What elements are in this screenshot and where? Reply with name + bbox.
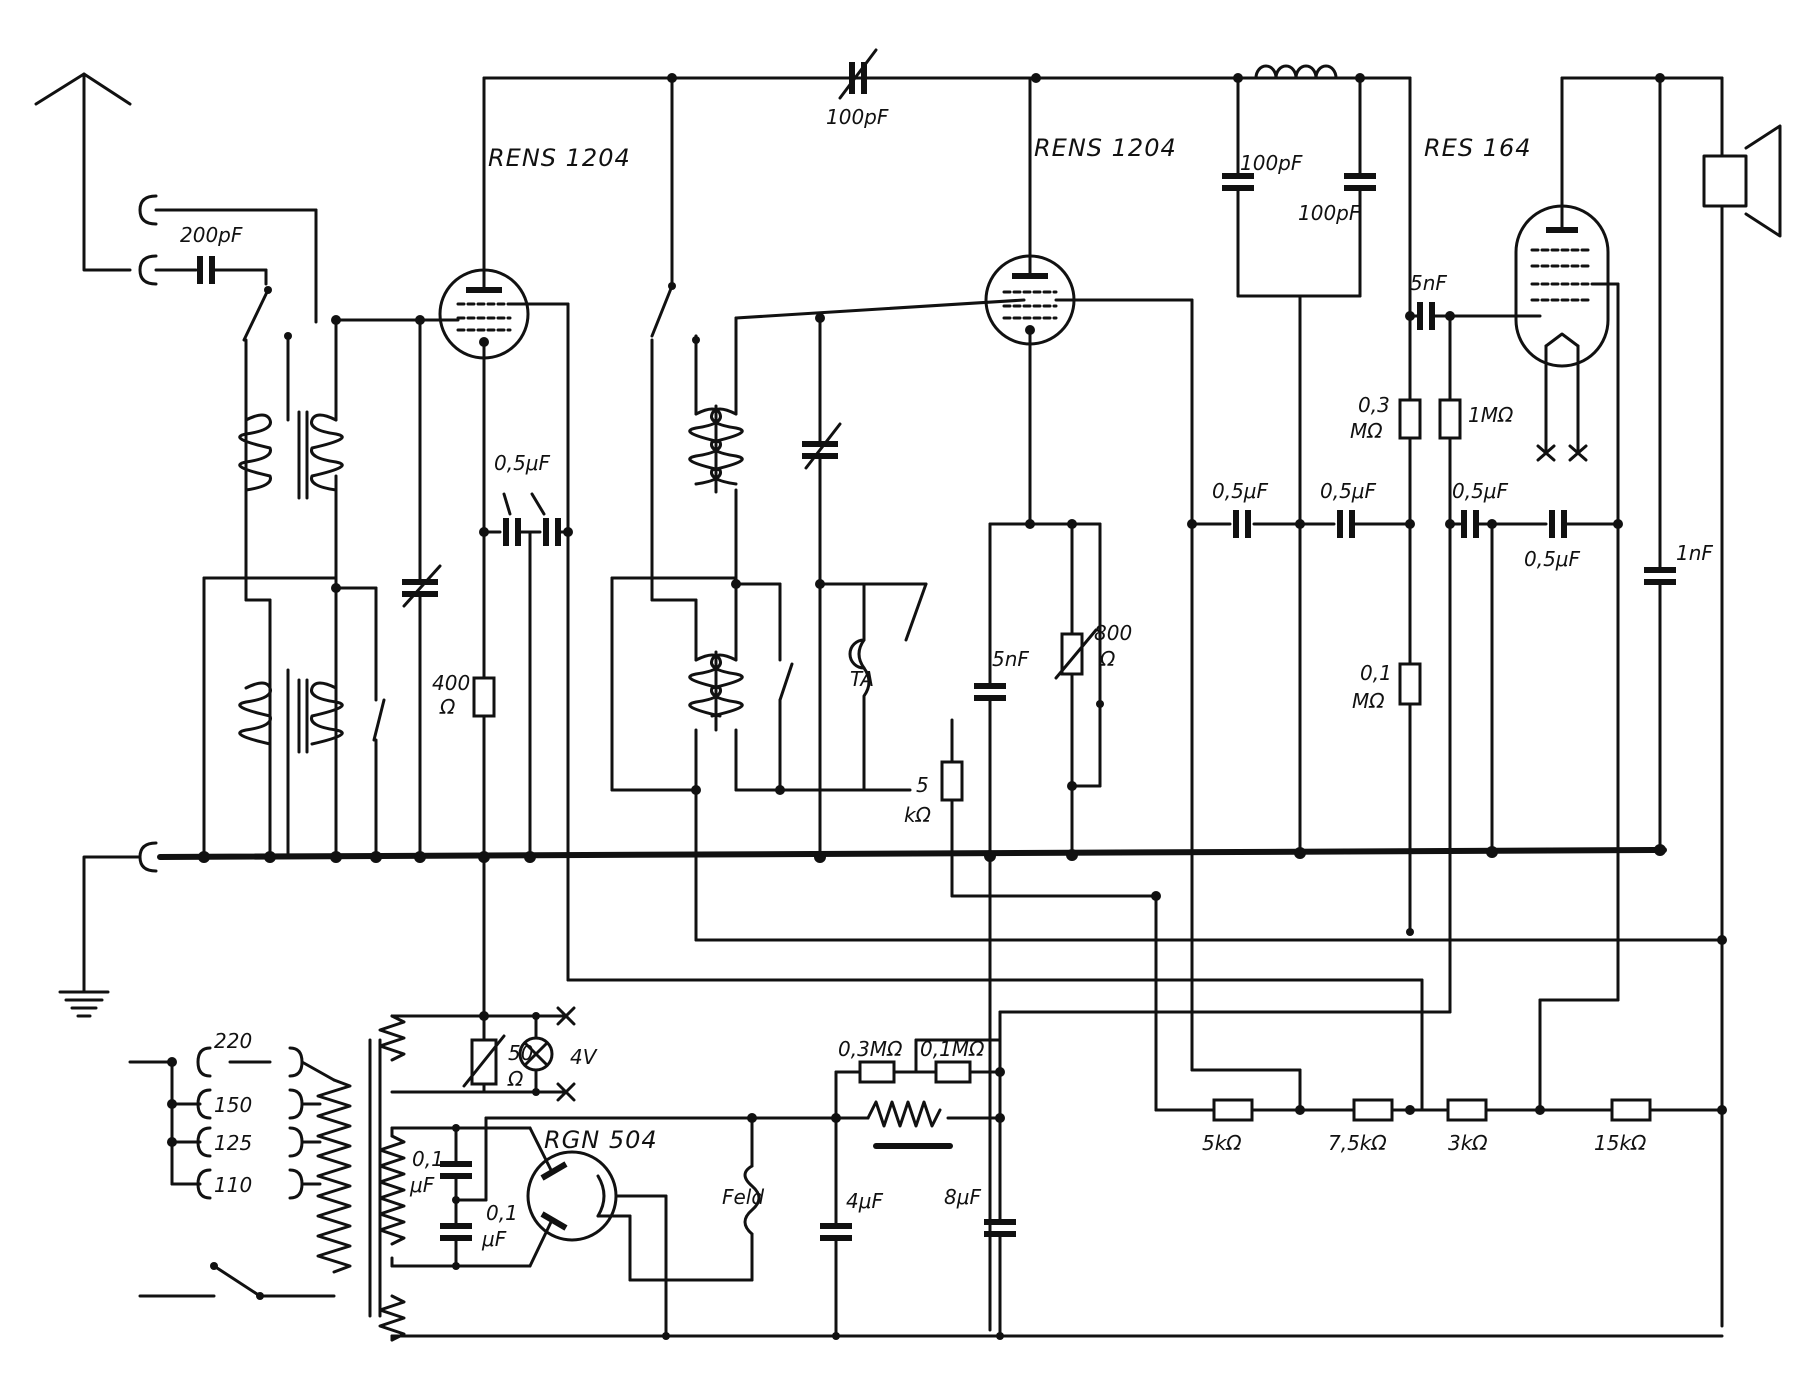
r-d3-label: 3kΩ xyxy=(1448,1131,1488,1155)
tube-3 xyxy=(1514,76,1620,1002)
coil-2-wiring xyxy=(610,298,1026,942)
divider-chain xyxy=(1154,1098,1727,1122)
mains-220-label: 220 xyxy=(214,1029,252,1053)
tube-2-label: RENS 1204 xyxy=(1034,134,1177,162)
rectifier-tube xyxy=(526,1126,754,1338)
r-5k-label-a: 5 xyxy=(916,773,929,797)
rect-label: RGN 504 xyxy=(544,1126,658,1154)
c-tank1-label: 100pF xyxy=(1240,151,1303,175)
r-400-label-b: Ω xyxy=(439,695,456,719)
lamp-label: 4V xyxy=(570,1045,598,1069)
ground-symbol xyxy=(58,855,142,1018)
r-01m-label: 0,1MΩ xyxy=(920,1037,985,1061)
pickup-ta xyxy=(848,582,871,792)
c-5n2-label: 5nF xyxy=(992,647,1029,671)
r-grid3-label-a: 0,3 xyxy=(1358,393,1390,417)
r-800-label-a: 800 xyxy=(1094,621,1132,645)
coil-2-upper xyxy=(688,404,744,494)
r-800-label-b: Ω xyxy=(1099,647,1116,671)
r-grid3-label-b: MΩ xyxy=(1350,419,1383,443)
r-50-label-b: Ω xyxy=(507,1067,524,1091)
c-1n-label: 1nF xyxy=(1676,541,1713,565)
c-01a-label-2: μF xyxy=(409,1173,435,1197)
c-couple-label: 5nF xyxy=(1410,271,1447,295)
input-coil-lower xyxy=(238,678,344,754)
c-05e-label: 0,5μF xyxy=(1524,547,1581,571)
input-coil-wiring xyxy=(202,315,422,859)
tank-circuit xyxy=(1222,64,1412,854)
r-5k-label-b: kΩ xyxy=(904,803,932,827)
tube-2 xyxy=(984,76,1194,522)
input-coil-upper xyxy=(238,410,344,500)
tube-1 xyxy=(418,76,570,859)
c-ant-label: 200pF xyxy=(180,223,243,247)
coil-2-lower xyxy=(688,650,744,732)
mains-110-label: 110 xyxy=(214,1173,252,1197)
r-01-label-a: 0,1 xyxy=(1360,661,1392,685)
hv-secondary xyxy=(378,1116,754,1270)
cathode-network-1 xyxy=(472,492,573,859)
c-01b-label-1: 0,1 xyxy=(486,1201,518,1225)
c-05a-label: 0,5μF xyxy=(494,451,551,475)
r-1m-label: 1MΩ xyxy=(1468,403,1514,427)
c-01a-label-1: 0,1 xyxy=(412,1147,444,1171)
heater-winding xyxy=(378,1006,576,1102)
c-05d-label: 0,5μF xyxy=(1452,479,1509,503)
r-03m-label: 0,3MΩ xyxy=(838,1037,903,1061)
r-d4-label: 15kΩ xyxy=(1594,1131,1647,1155)
r-50-label-a: 50 xyxy=(508,1041,533,1065)
c-4u-label: 4μF xyxy=(846,1189,883,1213)
variable-capacitor-top xyxy=(838,48,878,100)
mains-taps xyxy=(128,1046,336,1200)
antenna-symbol xyxy=(34,72,132,272)
speaker xyxy=(1560,73,1782,1328)
coupling-network xyxy=(1187,76,1623,1014)
cathode-network-2 xyxy=(974,519,1104,1332)
antenna-sockets xyxy=(138,194,318,873)
field-coil xyxy=(743,1113,761,1282)
bus-junctions xyxy=(198,844,1666,863)
transformer-core xyxy=(368,1038,382,1318)
tuning-capacitor-1 xyxy=(402,315,442,859)
c-tank2-label: 100pF xyxy=(1298,201,1361,225)
speaker-return xyxy=(378,1294,406,1342)
filter-network xyxy=(390,1010,1724,1340)
r-400-label-a: 400 xyxy=(432,671,470,695)
tuning-capacitor-2 xyxy=(802,313,928,859)
feld-label: Feld xyxy=(722,1185,764,1209)
resistor-5k xyxy=(940,718,1161,901)
tube-3-label: RES 164 xyxy=(1424,134,1532,162)
r-d2-label: 7,5kΩ xyxy=(1328,1131,1387,1155)
r-d1-label: 5kΩ xyxy=(1202,1131,1242,1155)
c-01b-label-2: μF xyxy=(481,1227,507,1251)
r-01-label-b: MΩ xyxy=(1352,689,1385,713)
top-rail xyxy=(482,73,1412,288)
mains-125-label: 125 xyxy=(214,1131,252,1155)
switch-2 xyxy=(650,282,676,602)
c-8u-label: 8μF xyxy=(944,1185,981,1209)
ground-bus xyxy=(157,847,1667,860)
antenna-capacitor xyxy=(197,256,272,342)
c-05c-label: 0,5μF xyxy=(1320,479,1377,503)
supply-lines xyxy=(566,894,1727,1112)
primary-winding xyxy=(138,1078,352,1300)
mains-150-label: 150 xyxy=(214,1093,252,1117)
c-top-label: 100pF xyxy=(826,105,889,129)
tube-1-label: RENS 1204 xyxy=(488,144,631,172)
ta-label: TA xyxy=(850,667,874,691)
c-05b-label: 0,5μF xyxy=(1212,479,1269,503)
